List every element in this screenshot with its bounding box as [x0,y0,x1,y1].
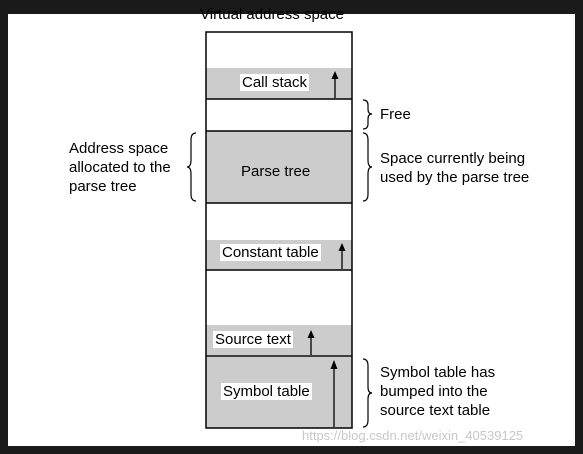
free-brace [362,99,373,130]
used-brace [362,132,373,202]
symbol-table-arrow [330,360,338,427]
constant-table-label: Constant table [220,244,321,261]
call-stack-arrow [331,71,339,98]
address-space-column [205,31,353,429]
symbol-brace [362,358,373,428]
parse-tree-region [206,131,352,203]
left-parse-annotation: Address space allocated to the parse tre… [69,140,171,195]
source-text-label: Source text [213,331,293,348]
free-annotation: Free [380,106,411,123]
source-text-arrow [307,330,315,355]
call-stack-label: Call stack [240,74,310,91]
diagram-title: Virtual address space [200,6,344,23]
constant-table-arrow [338,243,346,269]
symbol-bumped-annotation: Symbol table has bumped into the source … [380,364,496,419]
symbol-table-label: Symbol table [221,383,312,400]
parse-tree-label: Parse tree [241,163,311,180]
left-parse-brace [186,132,197,202]
space-used-annotation: Space currently being used by the parse … [380,150,530,186]
watermark-text: https://blog.csdn.net/weixin_40539125 [302,428,524,443]
